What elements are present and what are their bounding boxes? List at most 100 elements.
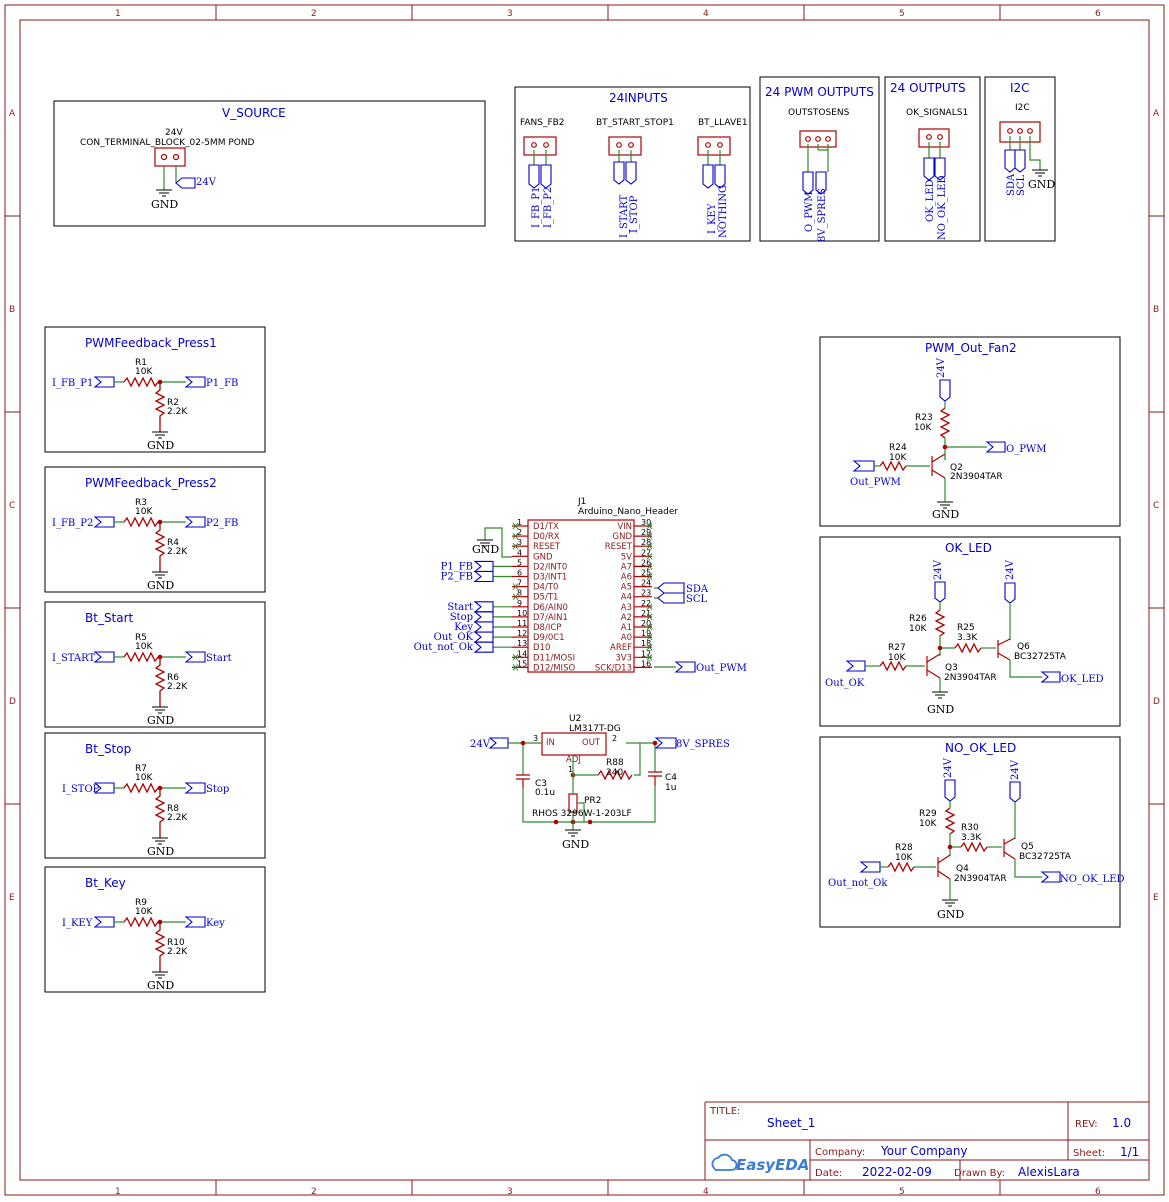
ground-icon	[156, 189, 172, 197]
svg-text:NO_OK_LED: NO_OK_LED	[1060, 874, 1125, 885]
svg-text:I_STOP: I_STOP	[629, 195, 640, 233]
svg-text:2.2K: 2.2K	[167, 407, 188, 417]
svg-text:12: 12	[517, 629, 527, 638]
svg-text:SDA: SDA	[1006, 173, 1017, 196]
svg-text:Stop: Stop	[450, 612, 473, 623]
arduino-pin-label: D4/T0	[533, 583, 558, 593]
svg-text:1.0: 1.0	[1112, 1116, 1131, 1130]
cloud-icon	[711, 1153, 738, 1171]
svg-text:3: 3	[517, 538, 522, 547]
arduino-pin-label: A3	[621, 603, 632, 613]
svg-text:P1_FB: P1_FB	[441, 561, 473, 572]
svg-text:I2C: I2C	[1015, 103, 1030, 113]
arduino-pin-label: A1	[621, 623, 632, 633]
capacitor-c3-icon	[516, 774, 530, 780]
svg-text:Out_PWM: Out_PWM	[850, 477, 901, 488]
svg-text:14: 14	[517, 649, 527, 658]
svg-text:8V_SPRES: 8V_SPRES	[817, 188, 828, 242]
svg-text:Drawn By:: Drawn By:	[954, 1168, 1005, 1179]
svg-text:R8: R8	[167, 804, 179, 814]
svg-text:R88: R88	[606, 758, 624, 768]
arduino-pin-label: D11/MOSI	[533, 653, 575, 663]
v-source-title: V_SOURCE	[222, 106, 286, 120]
svg-text:GND: GND	[151, 198, 178, 211]
svg-text:OK_LED: OK_LED	[1061, 674, 1104, 685]
svg-text:0.1u: 0.1u	[535, 788, 555, 798]
svg-text:10K: 10K	[919, 819, 937, 829]
resistor-icon	[154, 522, 166, 572]
svg-text:26: 26	[641, 558, 651, 567]
svg-text:Key: Key	[206, 918, 225, 929]
svg-text:SDA: SDA	[686, 584, 709, 595]
npn-transistor-q2-icon	[931, 453, 946, 479]
resistor-r25-icon	[954, 642, 982, 654]
arduino-pin-label: D0/RX	[533, 532, 560, 542]
svg-text:1: 1	[568, 765, 573, 774]
svg-text:R4: R4	[167, 538, 179, 548]
net-flag-icon	[184, 782, 206, 794]
svg-text:10K: 10K	[135, 367, 153, 377]
net-flag-icon	[473, 570, 494, 583]
svg-text:GND: GND	[472, 543, 499, 556]
svg-text:GND: GND	[927, 703, 954, 716]
svg-text:Q2: Q2	[950, 463, 963, 473]
svg-text:R25: R25	[957, 623, 975, 633]
resistor-r23-icon	[939, 407, 951, 439]
arduino-pin-label: D3/INT1	[533, 573, 567, 583]
zone-row-label: A	[1153, 109, 1160, 119]
svg-text:I_FB_P1: I_FB_P1	[531, 187, 542, 228]
svg-text:2: 2	[517, 528, 522, 537]
svg-text:Date:: Date:	[815, 1168, 842, 1179]
svg-text:R6: R6	[167, 673, 179, 683]
svg-text:7: 7	[517, 579, 522, 588]
title-block: TITLE: Sheet_1 REV: 1.0 Company: Your Co…	[704, 1101, 1149, 1180]
svg-text:10K: 10K	[909, 624, 927, 634]
svg-text:11: 11	[517, 619, 527, 628]
divider-title: Bt_Start	[85, 611, 134, 625]
pnp-transistor-q6-icon	[997, 638, 1011, 661]
svg-text:GND: GND	[1028, 178, 1055, 191]
arduino-pin-label: A2	[621, 613, 632, 623]
net-flag-icon	[473, 621, 494, 633]
svg-text:10K: 10K	[135, 642, 153, 652]
svg-text:Sheet:: Sheet:	[1073, 1148, 1105, 1159]
resistor-r30-icon	[960, 841, 988, 853]
svg-text:OK_LED: OK_LED	[945, 541, 992, 555]
svg-text:C4: C4	[665, 773, 677, 783]
net-flag-icon	[184, 651, 206, 663]
zone-col-label: 2	[311, 9, 317, 19]
net-flag-icon	[473, 601, 494, 613]
zone-col-label: 1	[115, 1187, 121, 1197]
divider-title: Bt_Key	[85, 876, 126, 890]
svg-text:NOTHING: NOTHING	[718, 185, 729, 238]
svg-text:I_START: I_START	[52, 653, 95, 664]
svg-text:R28: R28	[895, 843, 913, 853]
net-flag-icon	[93, 376, 115, 388]
svg-text:1/1: 1/1	[1120, 1145, 1139, 1159]
npn-transistor-q4-icon	[937, 854, 951, 880]
arduino-pin-label: GND	[533, 552, 553, 562]
svg-text:21: 21	[641, 609, 651, 618]
svg-text:R24: R24	[889, 443, 907, 453]
arduino-pin-label: A7	[621, 562, 632, 572]
zone-col-label: 3	[507, 9, 513, 19]
svg-text:AlexisLara: AlexisLara	[1018, 1165, 1080, 1179]
resistor-icon	[154, 788, 166, 838]
ground-icon	[477, 539, 493, 547]
svg-text:30: 30	[641, 518, 651, 527]
svg-text:24INPUTS: 24INPUTS	[609, 91, 668, 105]
svg-text:2N3904TAR: 2N3904TAR	[950, 472, 1003, 482]
arduino-pin-label: D6/AIN0	[533, 603, 568, 613]
zone-col-label: 5	[899, 1187, 905, 1197]
svg-text:24V: 24V	[936, 357, 947, 378]
resistor-icon	[123, 651, 159, 663]
svg-text:10K: 10K	[135, 773, 153, 783]
svg-text:24 PWM OUTPUTS: 24 PWM OUTPUTS	[765, 85, 874, 99]
svg-text:24V: 24V	[470, 739, 491, 750]
svg-text:R7: R7	[135, 764, 147, 774]
arduino-pin-label: D10	[533, 643, 550, 653]
svg-text:P2_FB: P2_FB	[441, 572, 473, 583]
connector-bt-llave-icon	[697, 136, 731, 189]
